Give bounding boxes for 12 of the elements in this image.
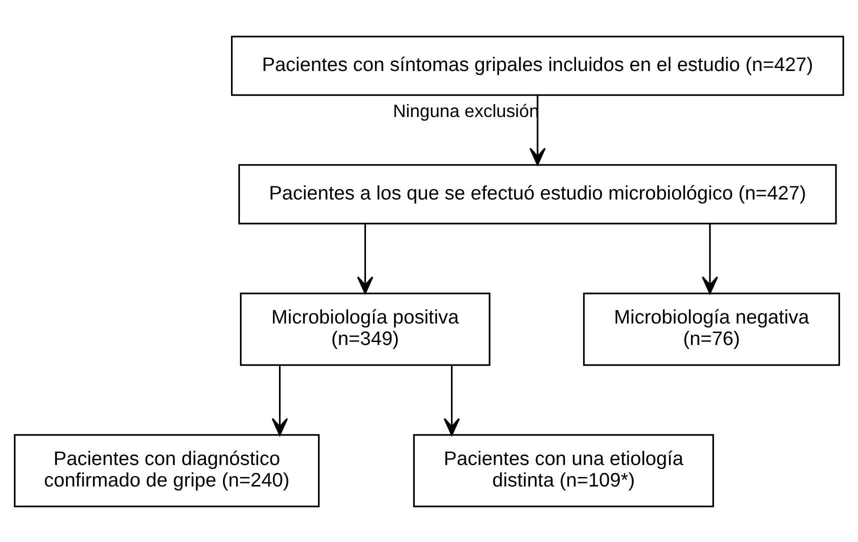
arrow — [357, 223, 374, 294]
node-box: Pacientes con síntomas gripales incluidos en el estudio (n=427) — [231, 35, 844, 96]
arrow — [702, 223, 718, 294]
node-box: Pacientes con diagnóstico confirmado de gripe (n=240) — [14, 434, 320, 507]
arrow — [272, 365, 288, 436]
edge-label: Ninguna exclusión — [392, 100, 540, 120]
node-box: Pacientes con una etiología distinta (n=109*) — [413, 434, 714, 507]
node-box: Microbiología positiva (n=349) — [240, 292, 490, 366]
node-box: Microbiología negativa (n=76) — [583, 292, 840, 366]
arrow — [444, 365, 460, 436]
arrow — [529, 95, 546, 165]
node-box: Pacientes a los que se efectuó estudio microbiológico (n=427) — [238, 164, 837, 224]
